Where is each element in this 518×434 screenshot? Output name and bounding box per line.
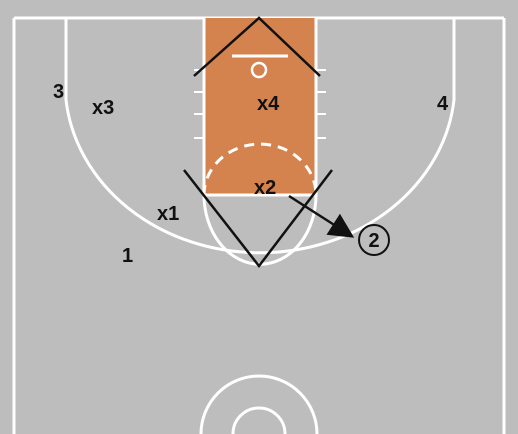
paint-key	[204, 18, 316, 195]
defense-player-x4: x4	[257, 93, 280, 115]
movement-arrow	[288, 194, 355, 238]
free-throw-circle-top-dashed	[202, 142, 318, 196]
defense-zone-bottom-lines	[183, 169, 333, 269]
center-circle-inner	[231, 406, 287, 434]
offense-player-3: 3	[53, 81, 64, 103]
center-circle-outer	[199, 374, 319, 434]
defense-player-x2: x2	[254, 177, 276, 199]
offense-player-4: 4	[437, 93, 449, 115]
offense-player-1: 1	[122, 245, 133, 267]
offense-player-2: 2	[368, 230, 379, 252]
defense-zone-top-lines	[193, 16, 321, 77]
three-point-line	[64, 18, 456, 255]
player-2-circle	[358, 224, 390, 256]
defense-player-x3: x3	[92, 97, 114, 119]
defense-player-x1: x1	[157, 203, 179, 225]
rim	[250, 61, 268, 79]
